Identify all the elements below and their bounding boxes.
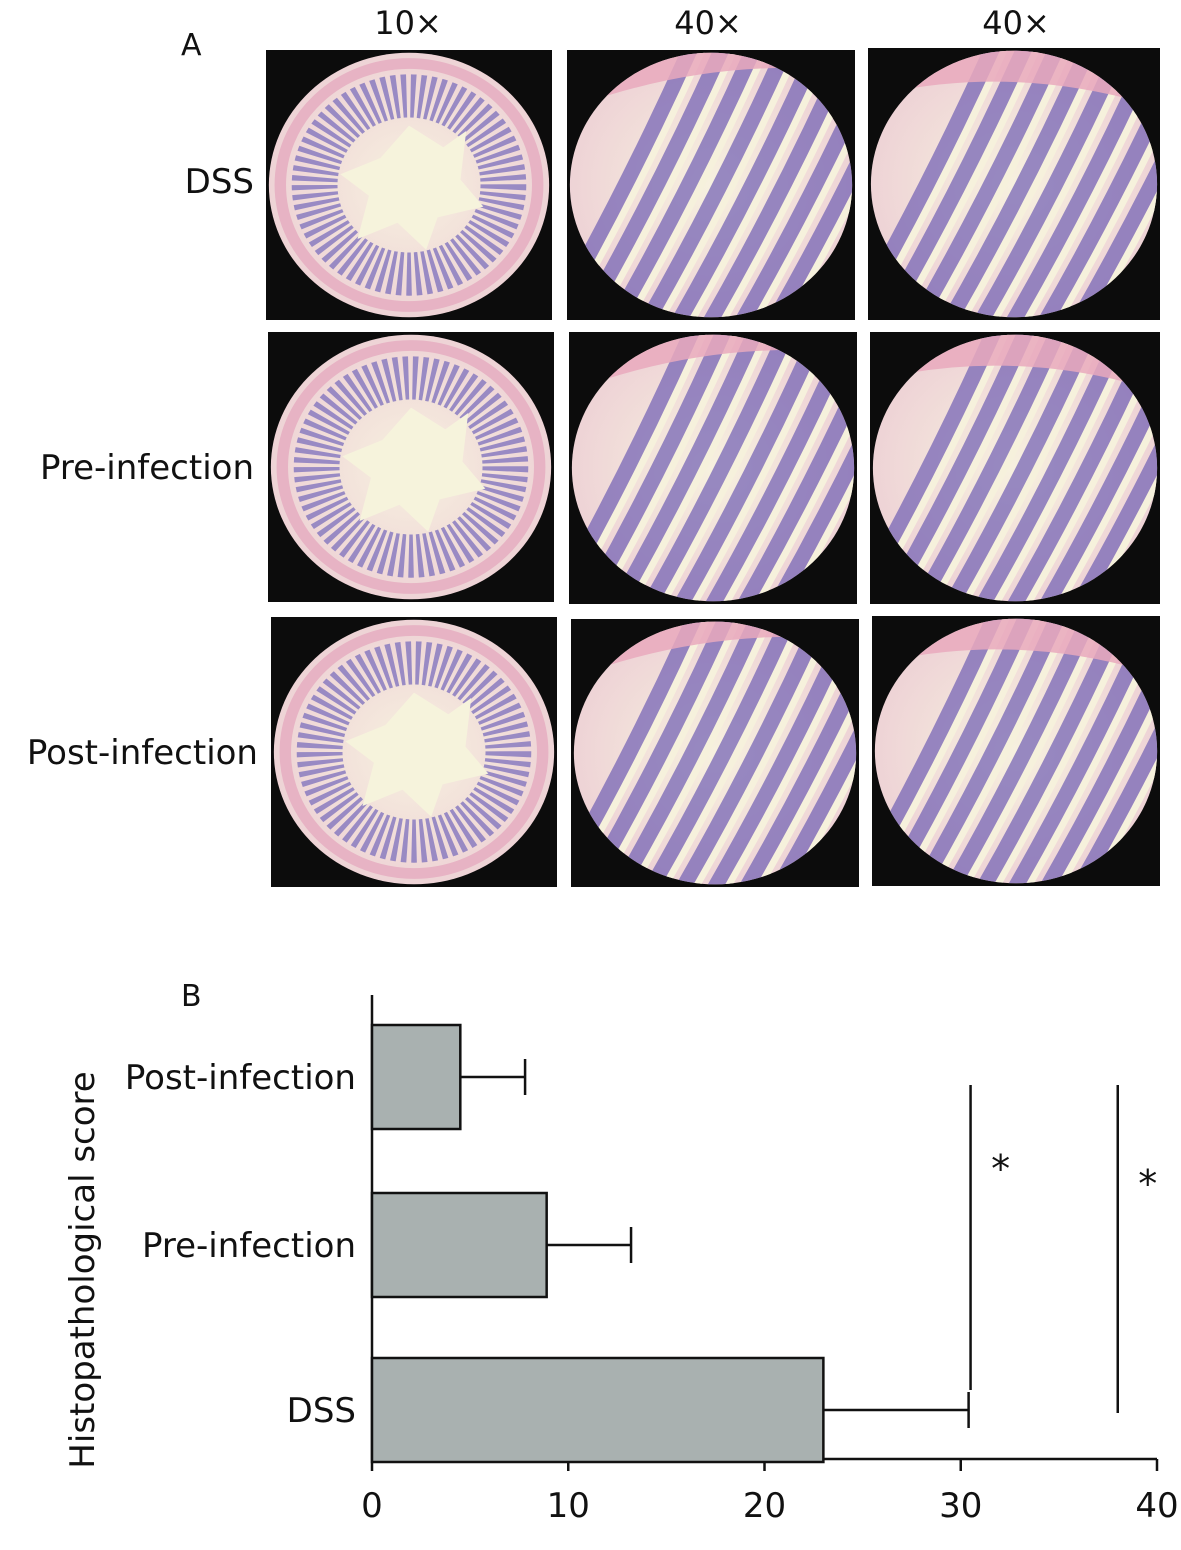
significance-label-1: * <box>991 1147 1010 1191</box>
row-label-post-infection: Post-infection <box>26 733 258 773</box>
x-tick-label-0: 0 <box>361 1486 383 1526</box>
panel-b-label: B <box>181 979 202 1014</box>
bar-pre-infection <box>370 1191 548 1299</box>
micrograph-post-infection-2 <box>571 619 859 887</box>
bar-dss <box>370 1356 825 1464</box>
x-tick-label-2: 20 <box>743 1486 786 1526</box>
micrograph-pre-infection-1 <box>268 332 554 602</box>
micrograph-post-infection-3 <box>872 616 1160 886</box>
histopathology-bar-chart: B Histopathological score 0 10 20 30 40 Post-… <box>63 979 1179 1526</box>
category-label-post-infection: Post-infection <box>125 1058 356 1098</box>
micrograph-dss-1 <box>266 50 552 320</box>
x-tick-label-3: 30 <box>939 1486 982 1526</box>
micrograph-pre-infection-2 <box>569 332 857 604</box>
micrograph-pre-infection-3 <box>870 332 1160 604</box>
bar-post-infection <box>370 1023 462 1131</box>
x-tick-label-4: 40 <box>1135 1486 1178 1526</box>
micrograph-post-infection-1 <box>271 617 557 887</box>
category-label-dss: DSS <box>287 1391 356 1431</box>
micrograph-dss-3 <box>868 48 1160 320</box>
micrograph-dss-2 <box>567 50 855 320</box>
panel-a-label: A <box>181 28 202 63</box>
row-label-dss: DSS <box>184 162 254 202</box>
y-axis-title: Histopathological score <box>63 1071 103 1468</box>
row-label-pre-infection: Pre-infection <box>39 448 254 488</box>
category-label-pre-infection: Pre-infection <box>142 1226 356 1266</box>
column-label-1: 10× <box>374 4 442 42</box>
column-label-3: 40× <box>982 4 1050 42</box>
significance-label-2: * <box>1138 1162 1157 1206</box>
column-label-2: 40× <box>674 4 742 42</box>
x-tick-label-1: 10 <box>547 1486 590 1526</box>
